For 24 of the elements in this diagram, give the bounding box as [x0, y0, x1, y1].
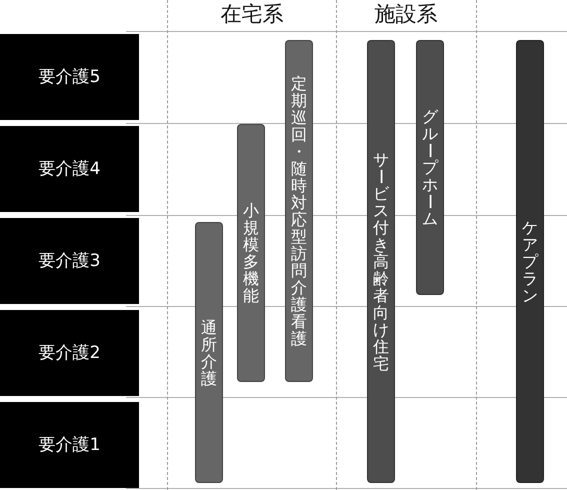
care-level-label: 要介護2: [38, 342, 100, 364]
service-range-bar: [516, 40, 544, 483]
care-level-label: 要介護3: [38, 250, 100, 272]
care-level-label: 要介護5: [38, 66, 100, 88]
service-range-bar: [237, 124, 265, 382]
service-label: グループホーム: [421, 108, 439, 227]
service-label: ケアプラン: [521, 219, 539, 304]
service-label: 定期巡回・随時対応型訪問介護看護: [290, 75, 308, 347]
service-label: 通所介護: [200, 318, 218, 386]
care-level-panel: [0, 34, 139, 120]
service-range-bar: [195, 222, 223, 483]
care-level-panel: [0, 126, 139, 212]
service-range-bar: [367, 40, 395, 483]
care-level-panel: [0, 310, 139, 396]
service-range-bar: [416, 40, 444, 295]
care-level-label: 要介護4: [38, 158, 100, 180]
care-level-panel: [0, 402, 139, 488]
column-heading: 施設系: [374, 2, 438, 28]
service-range-bar: [285, 40, 313, 382]
care-level-panel: [0, 218, 139, 304]
service-label: サービス付き高齢者向け住宅: [372, 151, 390, 372]
column-heading: 在宅系: [220, 2, 284, 28]
service-label: 小規模多機能: [242, 202, 260, 304]
care-level-label: 要介護1: [38, 434, 100, 456]
